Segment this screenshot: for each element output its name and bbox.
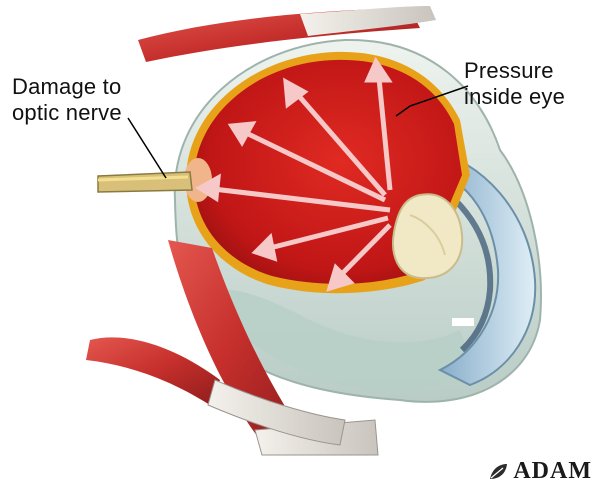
optic-nerve-label: Damage to optic nerve [12, 74, 122, 126]
adam-logo: ADAM [487, 458, 592, 485]
leaf-icon [487, 461, 509, 483]
logo-text: ADAM [513, 458, 592, 485]
optic-nerve [98, 172, 192, 192]
cornea-highlight [452, 318, 474, 326]
pressure-label: Pressure inside eye [464, 58, 565, 110]
lens [393, 194, 462, 278]
optic-nerve-pointer-line [128, 118, 166, 178]
